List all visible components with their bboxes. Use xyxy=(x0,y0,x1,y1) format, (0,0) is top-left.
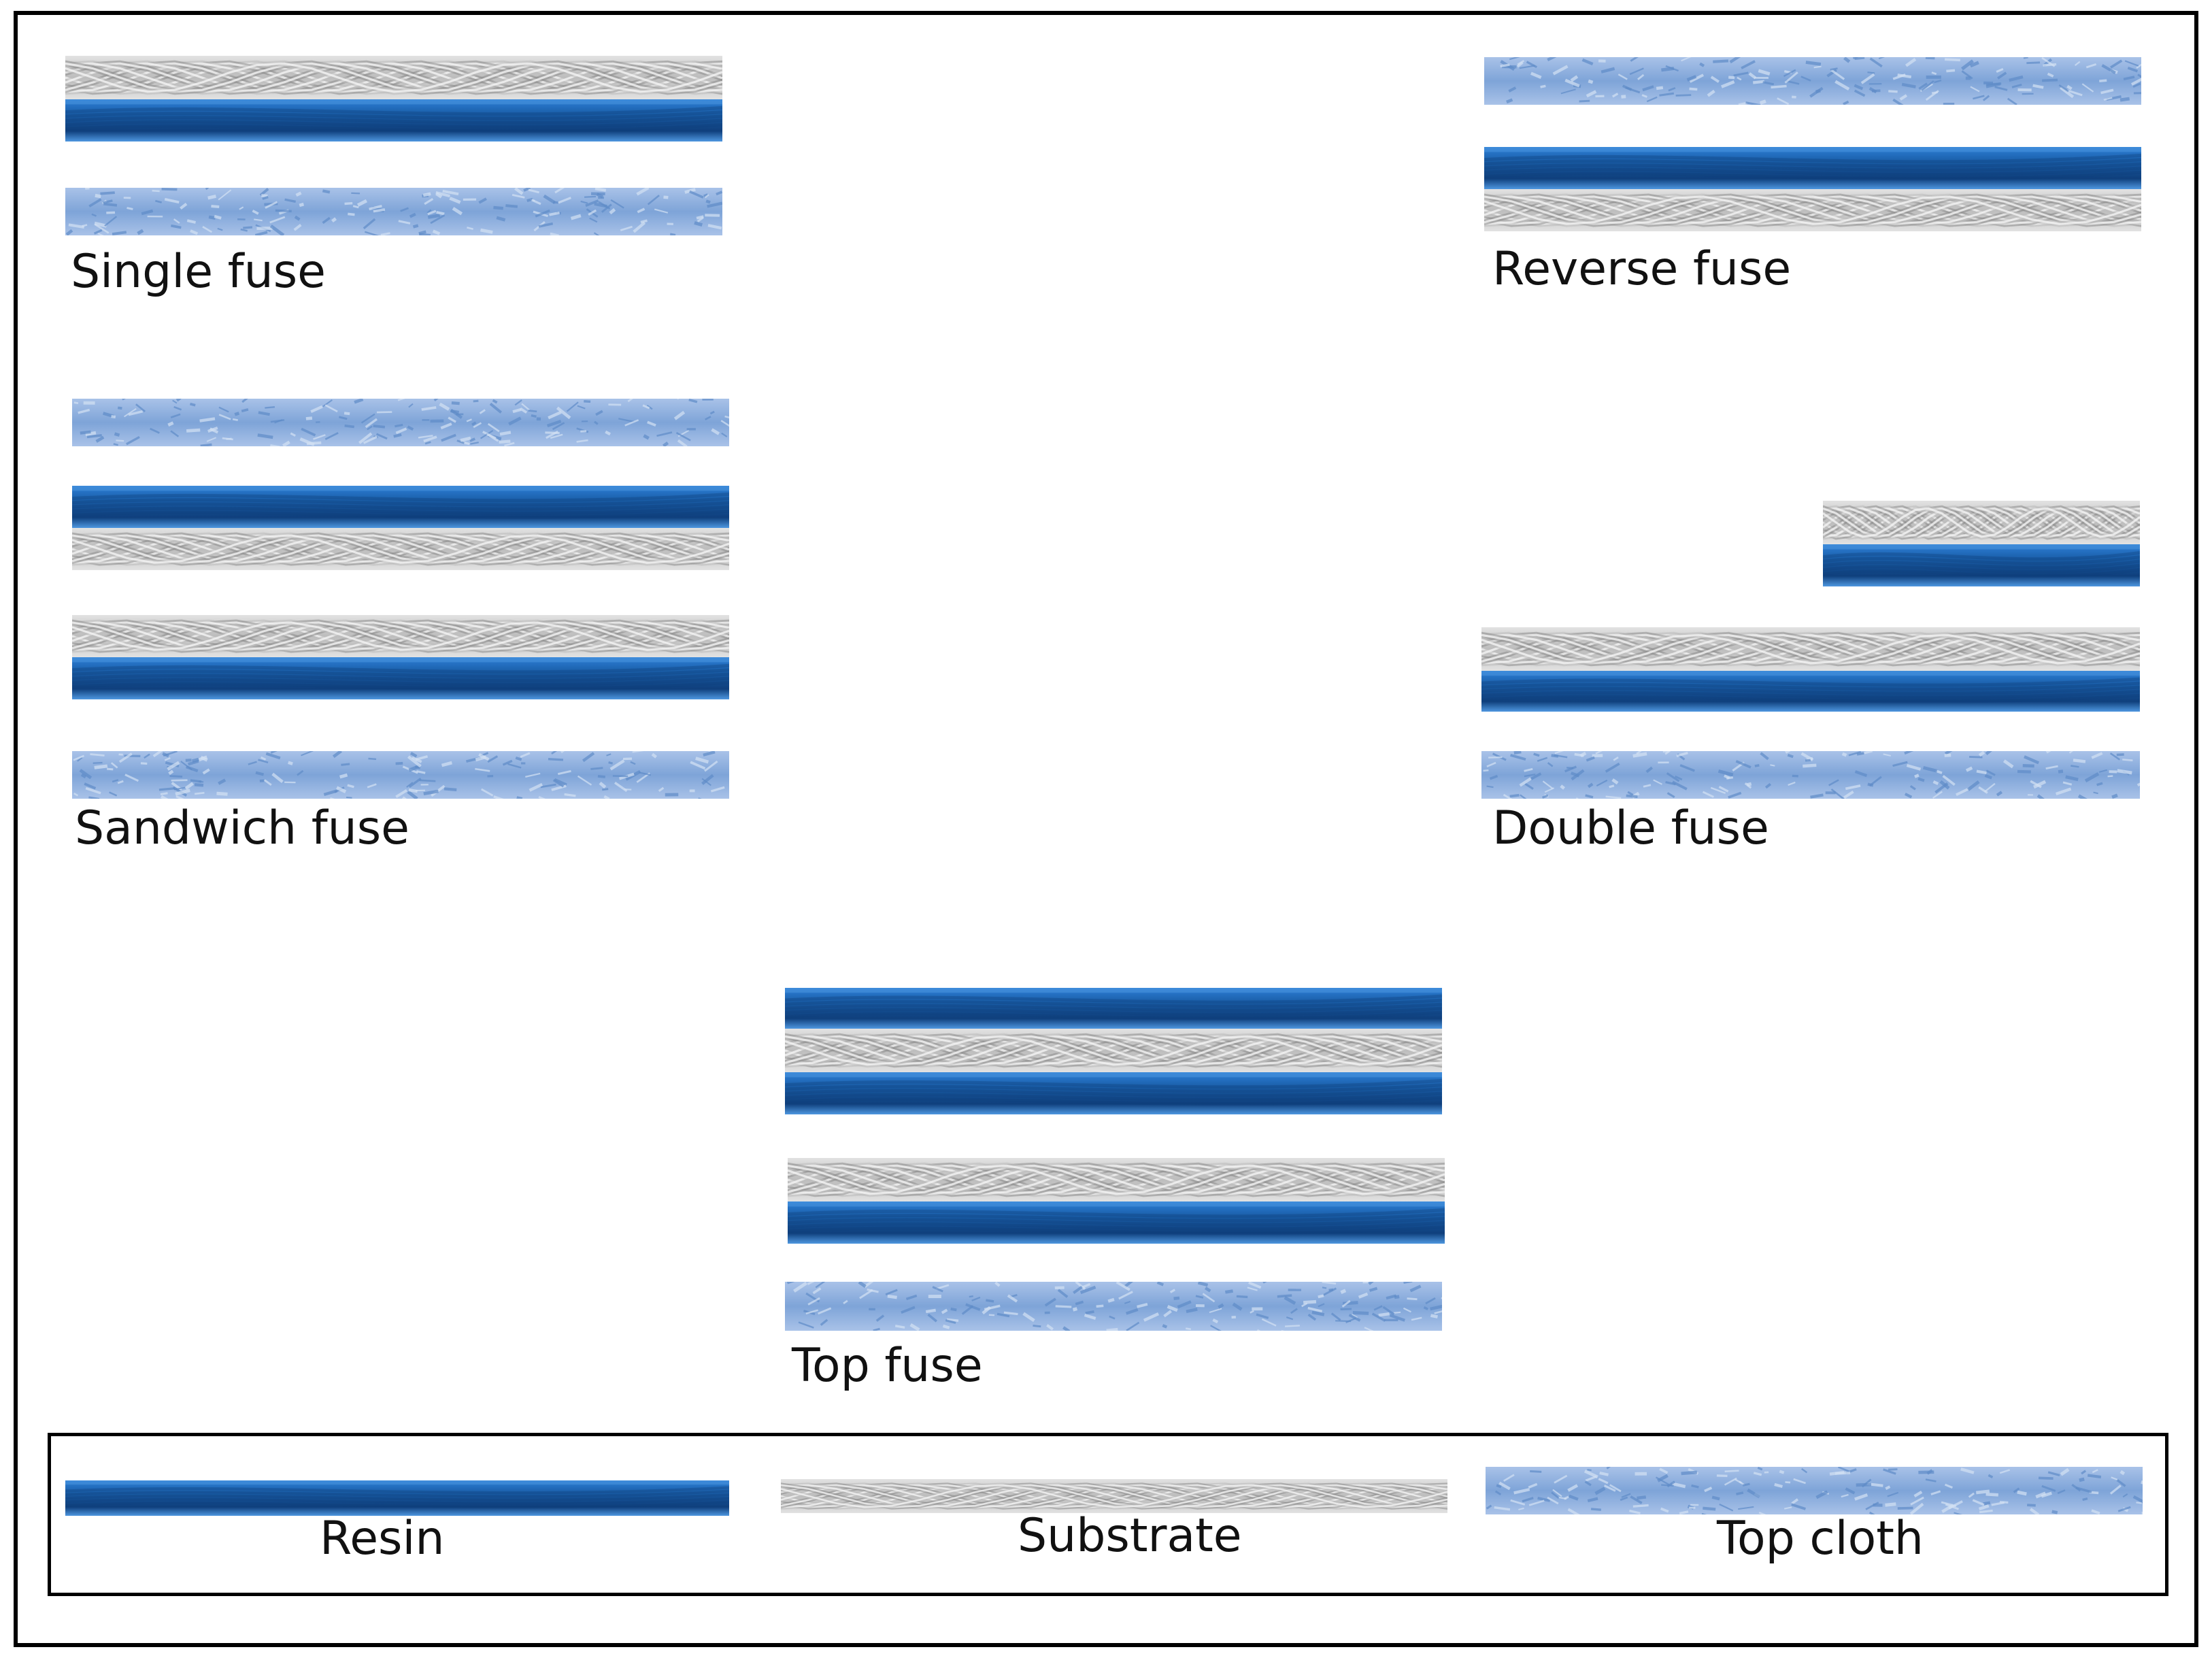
config-label-reverse: Reverse fuse xyxy=(1492,242,1792,296)
layer-resin xyxy=(785,1072,1442,1114)
legend-label-substrate: Substrate xyxy=(1018,1509,1242,1563)
layer-resin xyxy=(1823,544,2140,586)
legend-label-topcloth: Top cloth xyxy=(1717,1512,1924,1565)
layer-resin xyxy=(785,988,1442,1029)
config-label-double: Double fuse xyxy=(1492,801,1769,855)
layer-substrate xyxy=(788,1158,1445,1201)
layer-resin xyxy=(1481,671,2140,712)
layer-resin xyxy=(788,1201,1445,1244)
legend-swatch-substrate xyxy=(781,1479,1447,1513)
layer-topcloth xyxy=(72,751,729,799)
layer-resin xyxy=(72,657,729,699)
layer-resin xyxy=(72,486,729,528)
layer-substrate xyxy=(1823,501,2140,544)
legend-label-resin: Resin xyxy=(320,1512,445,1565)
layer-topcloth xyxy=(785,1282,1442,1331)
layer-resin xyxy=(1484,147,2141,189)
layer-topcloth xyxy=(1481,751,2140,799)
layer-topcloth xyxy=(65,188,722,235)
layer-substrate xyxy=(785,1029,1442,1072)
config-label-single: Single fuse xyxy=(71,245,326,299)
layer-topcloth xyxy=(1484,57,2141,105)
legend-swatch-resin xyxy=(65,1480,729,1516)
legend-box xyxy=(48,1433,2168,1596)
legend-swatch-topcloth xyxy=(1486,1467,2143,1514)
layer-substrate xyxy=(65,56,722,99)
config-label-sandwich: Sandwich fuse xyxy=(75,801,410,855)
layer-substrate xyxy=(72,615,729,657)
layer-substrate xyxy=(1484,189,2141,231)
config-label-top: Top fuse xyxy=(792,1339,983,1393)
outer-frame xyxy=(14,11,2198,1647)
layer-resin xyxy=(65,99,722,142)
layer-topcloth xyxy=(72,399,729,446)
layer-substrate xyxy=(72,528,729,570)
layer-substrate xyxy=(1481,627,2140,671)
